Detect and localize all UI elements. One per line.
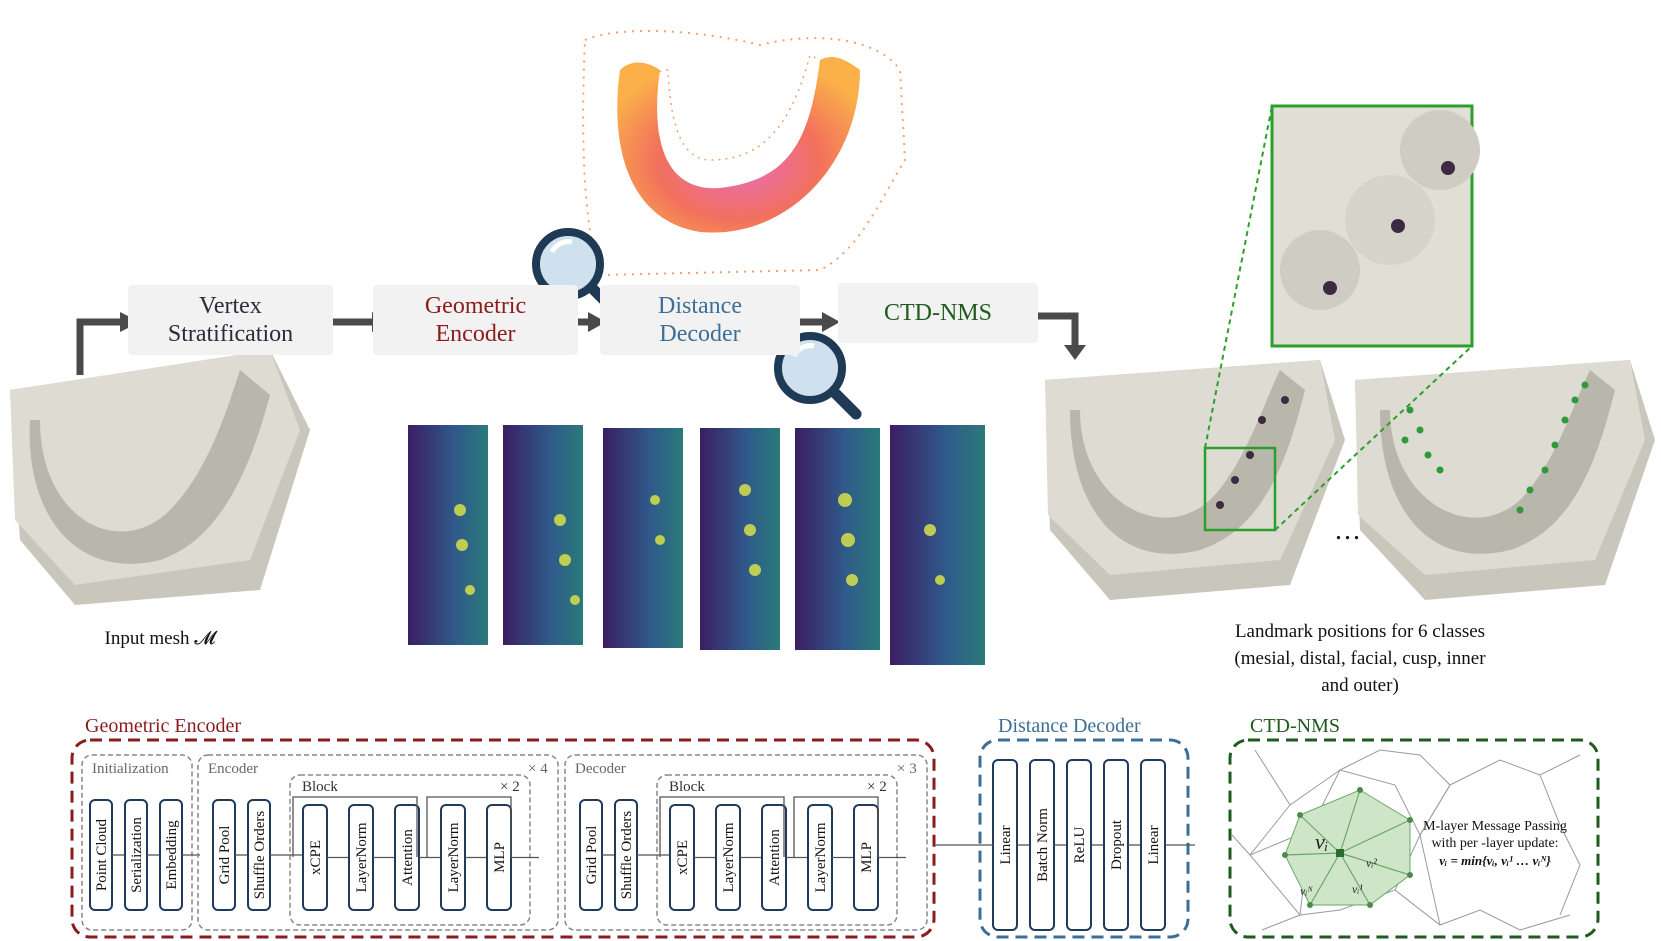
layer-block-label: xCPE: [308, 840, 324, 875]
stage-vertex-stratification: Vertex Stratification: [128, 285, 333, 355]
stage-label-line2: Encoder: [435, 321, 516, 347]
residual-connection: [292, 796, 418, 857]
layer-block-label: Shuffle Orders: [252, 811, 268, 900]
output-mesh-illustration: [1045, 360, 1345, 600]
stage-ctd-nms: CTD-NMS: [838, 283, 1038, 343]
layer-block-label: Dropout: [1109, 819, 1125, 870]
distance-decoder-blocks: Linear Batch Norm ReLU Dropout Linear: [934, 759, 1195, 931]
layer-block-label: MLP: [492, 842, 508, 873]
encoder-block-title: Block: [302, 779, 338, 795]
distance-decoder-title: Distance Decoder: [998, 715, 1141, 737]
heatmap-strip: [408, 425, 985, 665]
decoder-repeat: × 3: [897, 761, 917, 777]
decoder-block-frame: [656, 774, 898, 926]
stage-label-line1: Vertex: [199, 293, 262, 319]
encoder-blocks: Grid Pool Shuffle Orders xCPE LayerNorm Atte…: [212, 796, 539, 911]
input-mesh-illustration: [10, 350, 310, 605]
neighbor-node-label: vᵢᴺ: [1300, 884, 1313, 898]
residual-connection: [426, 796, 512, 857]
stage-label-line2: Decoder: [659, 321, 741, 347]
distance-decoder-frame: [978, 738, 1190, 939]
input-mesh-caption: Input mesh 𝓜: [104, 628, 216, 649]
layer-block-label: LayerNorm: [721, 822, 737, 892]
layer-block-label: Batch Norm: [1035, 808, 1051, 882]
encoder-block-frame: [289, 774, 531, 926]
layer-block-label: Shuffle Orders: [619, 811, 635, 900]
pipeline-graphics: [10, 29, 1655, 665]
decoder-block-repeat: × 2: [867, 779, 887, 795]
layer-block-label: LayerNorm: [354, 822, 370, 892]
layer-block-label: Embedding: [164, 820, 180, 890]
encoder-block-repeat: × 2: [500, 779, 520, 795]
layer-block-label: Attention: [767, 829, 783, 886]
stage-geometric-encoder: Geometric Encoder: [373, 285, 578, 355]
stage-distance-decoder: Distance Decoder: [600, 285, 800, 355]
encoder-title: Encoder: [208, 761, 258, 777]
geometric-encoder-title: Geometric Encoder: [85, 715, 241, 737]
layer-block-label: Attention: [400, 829, 416, 886]
layer-block-label: ReLU: [1072, 827, 1088, 864]
ctd-text-line: with per -layer update:: [1431, 836, 1558, 851]
output-mesh-illustration: [1355, 360, 1655, 600]
zoom-inset: [1204, 104, 1480, 531]
neighbor-node-label: vᵢ²: [1366, 856, 1377, 870]
landmark-caption-line: (mesial, distal, facial, cusp, inner: [1234, 648, 1486, 669]
center-node-label: vᵢ: [1315, 829, 1328, 854]
stage-label-line2: Stratification: [167, 321, 294, 347]
neighbor-node-label: vᵢ¹: [1352, 882, 1363, 896]
message-passing-graph: vᵢ vᵢᴺ vᵢ¹ vᵢ²: [1231, 749, 1581, 931]
ctd-text-line: M-layer Message Passing: [1423, 819, 1567, 834]
ctd-formula: vᵢ = min{vᵢ, vᵢ¹ … vᵢᴺ}: [1439, 853, 1551, 868]
layer-block-label: LayerNorm: [446, 822, 462, 892]
initialization-title: Initialization: [92, 761, 169, 777]
layer-block-label: Linear: [1146, 825, 1162, 864]
encoder-repeat: × 4: [528, 761, 548, 777]
decoder-block-title: Block: [669, 779, 705, 795]
layer-block-label: MLP: [859, 842, 875, 873]
residual-connection: [659, 796, 785, 857]
encoder-frame: [197, 754, 559, 931]
decoder-title: Decoder: [575, 761, 626, 777]
ctd-nms-title: CTD-NMS: [1250, 715, 1340, 737]
geometric-encoder-frame: [70, 738, 936, 939]
point-cloud-illustration: [582, 29, 907, 277]
layer-block-label: xCPE: [675, 840, 691, 875]
decoder-frame: [564, 754, 928, 931]
layer-block-label: Linear: [998, 825, 1014, 864]
layer-block-label: Grid Pool: [217, 826, 233, 885]
stage-label-line1: CTD-NMS: [883, 300, 992, 326]
layer-block-label: Serialization: [129, 817, 145, 893]
landmark-caption: Landmark positions for 6 classes (mesial…: [1195, 618, 1525, 699]
ellipsis: ...: [1335, 515, 1362, 546]
decoder-blocks: Grid Pool Shuffle Orders xCPE LayerNorm Atte…: [579, 796, 906, 911]
module-details: Geometric Encoder Initialization Point C…: [70, 715, 1600, 939]
ctd-nms-frame: [1228, 738, 1600, 939]
layer-block-label: Point Cloud: [94, 818, 110, 891]
landmark-caption-line: Landmark positions for 6 classes: [1234, 621, 1486, 642]
landmark-caption-line: and outer): [1321, 675, 1399, 696]
arrow-input-to-vertex: [76, 318, 120, 375]
initialization-frame: [81, 754, 193, 931]
residual-connection: [793, 796, 879, 857]
initialization-blocks: Point Cloud Serialization Embedding: [89, 799, 200, 911]
layer-block-label: Grid Pool: [584, 826, 600, 885]
stage-label-line1: Distance: [658, 293, 742, 319]
layer-block-label: LayerNorm: [813, 822, 829, 892]
stage-label-line1: Geometric: [424, 293, 527, 319]
